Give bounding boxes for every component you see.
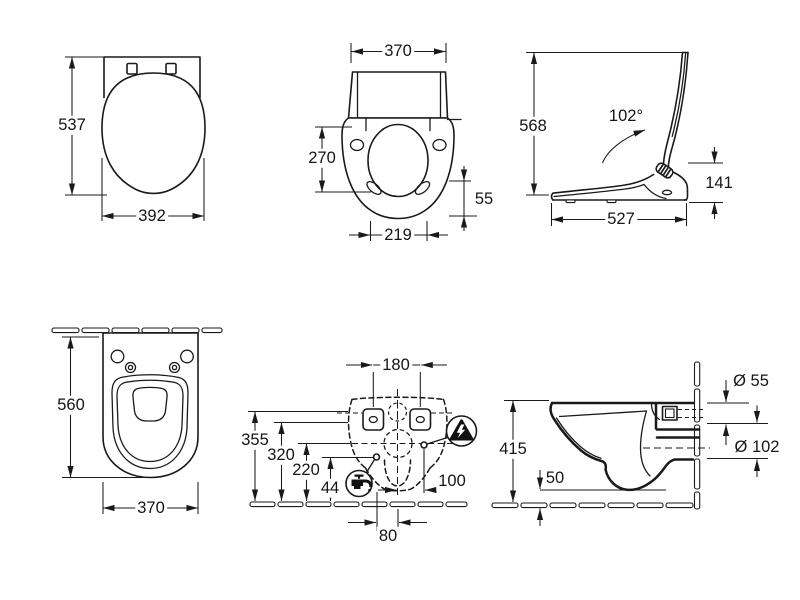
- dim-front-width: 219: [382, 225, 414, 245]
- drill-mark-top: [387, 402, 408, 422]
- dim-outlet-diameter: Ø 102: [732, 437, 782, 457]
- dim-bowl-depth: 560: [55, 395, 87, 415]
- hinge-tab-left: [126, 62, 138, 75]
- water-tap-icon: [345, 469, 373, 498]
- template-outline: [347, 396, 448, 492]
- dim-inlet-diameter: Ø 55: [731, 371, 771, 391]
- dim-seat-width: 370: [382, 41, 414, 61]
- dim-height-220: 220: [290, 460, 322, 480]
- wall-hatch-right: [693, 361, 701, 510]
- lid-open-profile: [667, 51, 689, 173]
- floor-hatch: [249, 501, 468, 508]
- dim-height-320: 320: [265, 445, 297, 465]
- dim-hole-spacing: 180: [380, 355, 412, 375]
- dim-rear-offset: 55: [472, 189, 496, 209]
- dim-open-height: 568: [517, 116, 549, 136]
- seat-button: [661, 189, 673, 196]
- dim-lid-height: 537: [56, 115, 88, 135]
- dim-section-height: 415: [497, 439, 529, 459]
- dim-height-355: 355: [239, 430, 271, 450]
- angle-arc: [602, 129, 646, 164]
- section-outer-profile: [549, 401, 695, 492]
- dim-height-44: 44: [318, 478, 342, 498]
- dim-depth-527: 527: [605, 209, 637, 229]
- dim-offset-80: 80: [376, 526, 400, 546]
- rim-inner: [116, 379, 184, 463]
- dim-bowl-width: 370: [135, 498, 167, 518]
- outlet-pipe: [655, 428, 701, 439]
- hinge-tab-right: [165, 62, 177, 75]
- bolt-slot-right: [409, 408, 432, 431]
- view-bowl-section: [491, 361, 768, 526]
- hinge-knob: [655, 162, 674, 179]
- view-bowl-plan: [51, 327, 223, 514]
- rim-outer: [111, 374, 189, 470]
- seat-ring-outline: [341, 117, 455, 220]
- electric-point: [420, 441, 428, 449]
- dim-clearance-50: 50: [543, 468, 567, 488]
- bolt-slot-left: [362, 408, 385, 431]
- floor-hatch-right: [491, 502, 694, 509]
- supply-hole-mark: [383, 428, 413, 459]
- dim-lid-angle: 102°: [606, 106, 646, 126]
- dim-lid-width: 392: [136, 206, 168, 226]
- view-side-lid-open: [526, 51, 723, 226]
- dim-body-height: 141: [703, 173, 735, 193]
- lid-outline: [101, 72, 206, 195]
- view-seat-open-top: [315, 43, 477, 241]
- wall-hatch-top: [51, 327, 223, 334]
- seat-opening: [367, 123, 429, 198]
- view-mounting-template: [248, 361, 478, 531]
- sump-outline: [132, 386, 168, 422]
- inlet-connection: [661, 405, 678, 421]
- dim-nozzle-depth: 270: [306, 148, 338, 168]
- dim-offset-100: 100: [436, 471, 468, 491]
- electric-hazard-icon: [445, 415, 478, 447]
